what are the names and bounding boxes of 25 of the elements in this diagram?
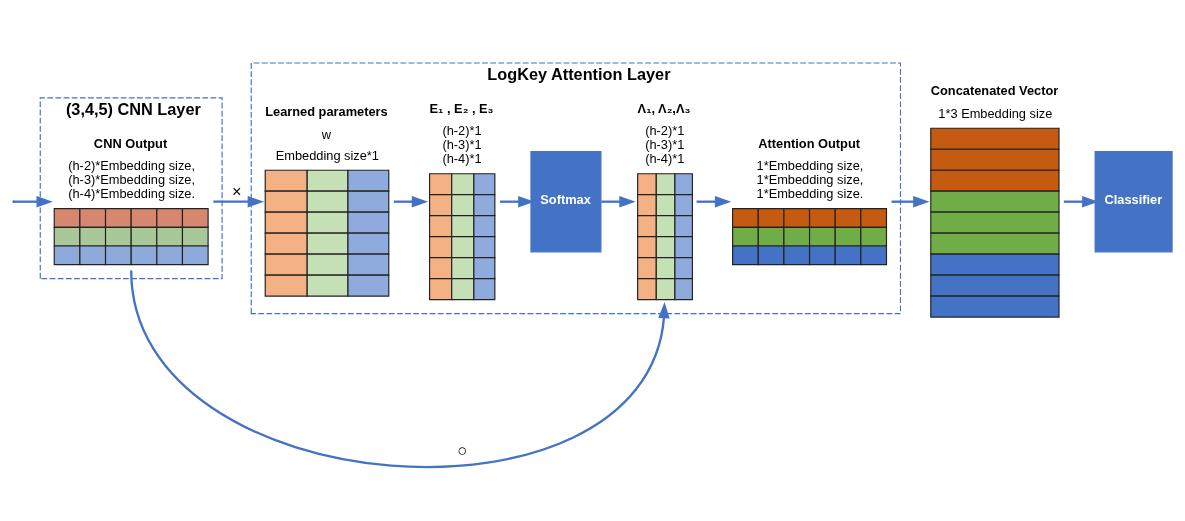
arrow — [14, 195, 53, 208]
edge-label: × — [231, 182, 242, 201]
node-label: (h-2)*1 (h-3)*1 (h-4)*1 — [645, 123, 685, 166]
arrow — [696, 195, 732, 208]
node-label: Embedding size*1 — [275, 147, 379, 163]
node-label: (h-2)*1 (h-3)*1 (h-4)*1 — [442, 123, 482, 166]
arrow — [891, 195, 930, 208]
edge-label: ○ — [457, 441, 468, 460]
arrow — [213, 195, 265, 208]
node-label: Learned parameters — [265, 104, 388, 120]
node-label: 1*3 Embedding size — [938, 105, 1053, 121]
node-box: Softmax — [530, 151, 602, 253]
arrow — [1063, 195, 1099, 208]
node-label: CNN Output — [93, 135, 168, 151]
node-label: (h-2)*Embedding size, (h-3)*Embedding size, (h-4)*Embedding size. — [68, 157, 195, 201]
arrow — [130, 270, 670, 468]
node-label: Concatenated Vector — [930, 83, 1059, 99]
node-label: 1*Embedding size, 1*Embedding size, 1*Embedding size. — [756, 157, 864, 201]
node-box: Classifier — [1094, 151, 1173, 253]
node-label: w — [321, 126, 332, 142]
arrow — [601, 195, 636, 208]
node-label: Attention Output — [758, 135, 861, 151]
node-label: E₁ , E₂ , E₃ — [429, 100, 494, 116]
node-label: Λ₁, Λ₂,Λ₃ — [637, 100, 691, 116]
arrow — [393, 195, 429, 208]
